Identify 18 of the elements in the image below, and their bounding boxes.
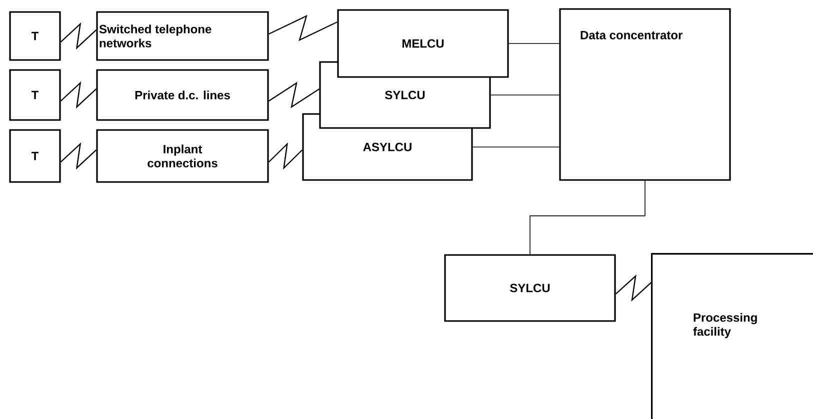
zigzag-link — [268, 14, 338, 42]
terminal-box: T — [9, 11, 61, 61]
zigzag-link — [60, 142, 97, 170]
zigzag-link — [268, 82, 320, 108]
terminal-box: T — [9, 129, 61, 183]
connector-line — [508, 43, 560, 44]
zigzag-link — [60, 81, 97, 109]
zigzag-link — [615, 274, 652, 302]
unit-box: MELCU — [337, 9, 509, 78]
terminal-box: T — [9, 69, 61, 121]
zigzag-link — [60, 22, 97, 50]
facility-box: Processing facility — [651, 253, 813, 419]
connector-line — [530, 180, 646, 255]
connector-line — [472, 146, 560, 148]
unit-box: SYLCU — [444, 254, 616, 322]
connector-line — [490, 94, 560, 96]
concentrator-box: Data concentrator — [559, 8, 731, 181]
zigzag-link — [268, 142, 303, 170]
